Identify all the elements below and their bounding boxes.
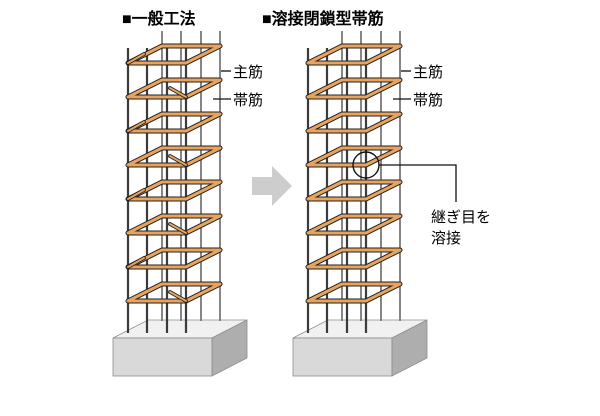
main-bar-label-left: 主筋: [233, 64, 263, 81]
column-welded: 主筋 帯筋 継ぎ目を 溶接: [292, 31, 491, 377]
hoop-label-left: 帯筋: [233, 92, 263, 109]
arrow-right-icon: [252, 166, 292, 206]
rebar-cage-right: [308, 31, 400, 333]
header-welded-hoop: ■溶接閉鎖型帯筋: [262, 9, 384, 28]
concrete-base-right: [292, 319, 428, 377]
weld-note-line1: 継ぎ目を: [431, 209, 491, 226]
weld-note-leader: [379, 164, 457, 202]
weld-note-line2: 溶接: [431, 230, 461, 247]
main-bar-label-right: 主筋: [413, 64, 443, 81]
column-general: 主筋 帯筋: [112, 31, 263, 377]
hoop-label-right: 帯筋: [413, 92, 443, 109]
concrete-base-left: [112, 319, 248, 377]
rebar-cage-left: [128, 31, 220, 333]
header-general-method: ■一般工法: [122, 9, 196, 28]
